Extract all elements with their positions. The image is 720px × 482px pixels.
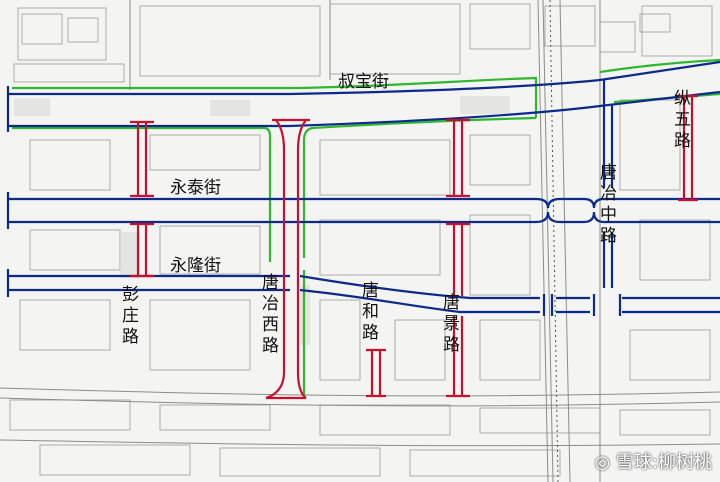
label-tangyezhong: 唐冶中路 xyxy=(600,162,617,246)
label-tanghe: 唐和路 xyxy=(362,280,379,343)
label-yongtai: 永泰街 xyxy=(170,178,221,198)
red-planned-roads xyxy=(130,94,698,400)
label-zongwu: 纵五路 xyxy=(674,89,691,151)
label-shubao: 叔宝街 xyxy=(338,72,389,92)
label-pengzhuang: 彭庄路 xyxy=(122,285,139,347)
watermark: ◎ 雪球:柳树桃 xyxy=(594,448,712,474)
label-yonglong: 永隆街 xyxy=(170,256,221,276)
label-tangyexi: 唐冶西路 xyxy=(262,272,279,356)
watermark-text: 雪球:柳树桃 xyxy=(615,452,712,473)
street-labels: 叔宝街 永泰街 永隆街 彭庄路 唐冶西路 唐和路 唐景路 唐冶中路 纵五路 xyxy=(122,72,691,356)
basemap-parcels xyxy=(9,3,713,477)
label-tangjing: 唐景路 xyxy=(443,292,460,355)
rail-line xyxy=(549,0,559,482)
snowball-logo-icon: ◎ xyxy=(594,452,616,473)
